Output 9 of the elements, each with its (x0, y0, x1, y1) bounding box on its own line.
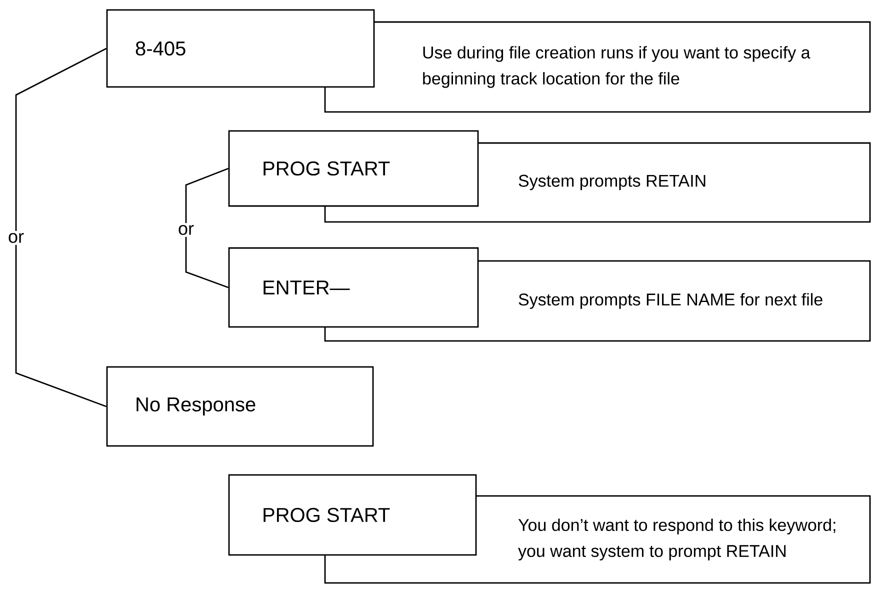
edge-label: or (6, 231, 26, 245)
key-box: No Response (106, 366, 374, 447)
connector-line (15, 48, 107, 408)
key-box: PROG START (228, 130, 479, 207)
edge-label: or (176, 223, 196, 237)
key-box: 8-405 (106, 9, 375, 88)
key-box: PROG START (228, 474, 477, 556)
key-box: ENTER— (228, 247, 479, 328)
connector-line (185, 168, 229, 288)
